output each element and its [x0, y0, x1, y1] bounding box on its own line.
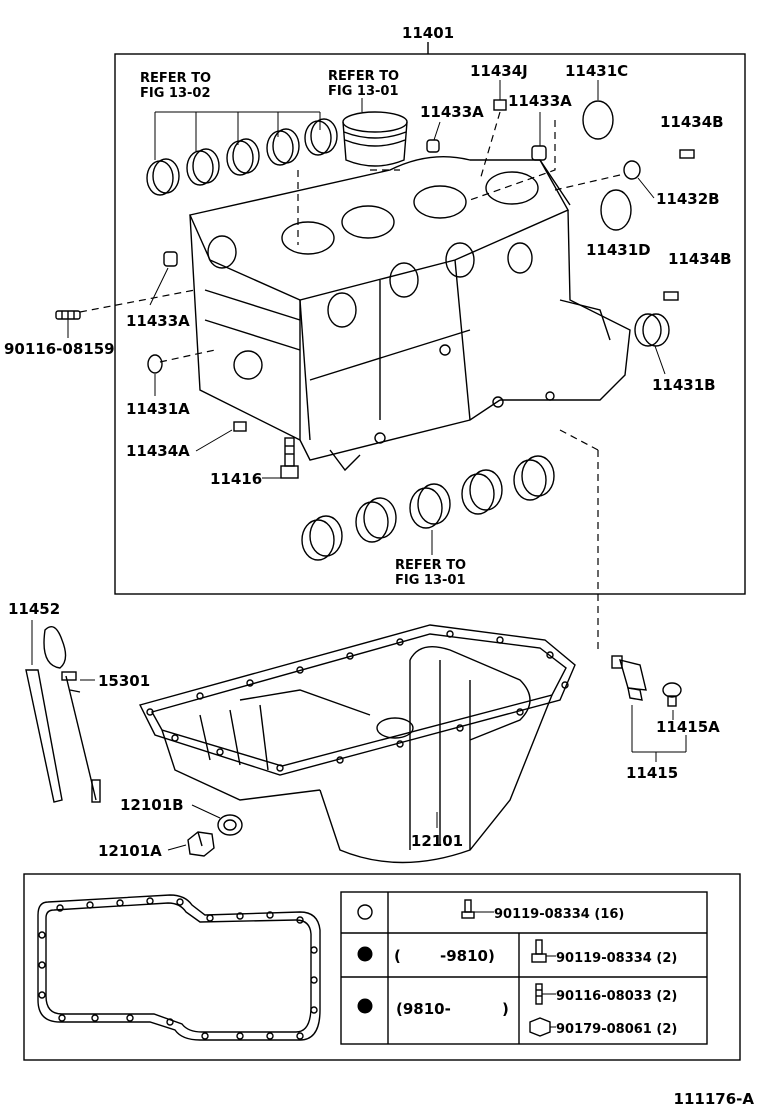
legend-row3-range-close: )	[502, 1000, 509, 1018]
cam-bearing-leaders	[154, 111, 321, 160]
label-11433A-left: 11433A	[126, 312, 190, 330]
seal-legend-frame	[23, 873, 741, 1061]
label-11415: 11415	[626, 764, 678, 782]
label-11434B-right: 11434B	[668, 250, 732, 268]
legend-row2-range: -9810)	[440, 947, 495, 965]
pin-11434A	[233, 421, 247, 432]
piston	[342, 111, 408, 167]
label-11432B: 11432B	[656, 190, 720, 208]
refer-fig-13-02-label: FIG 13-02	[140, 86, 211, 101]
legend-row3-parts-a: 90116-08033 (2)	[556, 989, 677, 1004]
drain-plug-gasket-12101B	[217, 814, 243, 836]
stud-bolt-90116-08159	[55, 310, 81, 320]
refer-to-label: REFER TO	[140, 71, 211, 86]
dipstick-15301	[43, 626, 101, 803]
cam-bearings	[146, 118, 338, 196]
label-11415A: 11415A	[656, 718, 720, 736]
bolt-icon	[461, 899, 475, 919]
label-11434B-top: 11434B	[660, 113, 724, 131]
bolt-11416	[280, 437, 299, 479]
block-assembly-frame	[114, 42, 746, 595]
filled-circle-symbol	[357, 946, 373, 962]
legend-row1-parts: 90119-08334 (16)	[494, 907, 624, 922]
legend-row3-parts-b: 90179-08061 (2)	[556, 1022, 677, 1037]
bolt-11415	[611, 655, 647, 701]
legend-row2-parts: 90119-08334 (2)	[556, 951, 677, 966]
drain-plug-12101A	[187, 831, 215, 857]
refer-fig-13-01-label: FIG 13-01	[395, 573, 466, 588]
plug-11431A	[147, 354, 163, 374]
main-bearings	[301, 455, 555, 561]
filled-circle-symbol	[357, 998, 373, 1014]
open-circle-symbol	[357, 904, 373, 920]
plug-11433A	[531, 145, 547, 161]
label-90116-08159: 90116-08159	[4, 340, 115, 358]
plug-11431C	[582, 100, 614, 140]
label-11452: 11452	[8, 600, 60, 618]
stud-icon	[535, 983, 543, 1005]
pin-11434B	[663, 291, 679, 301]
label-12101: 12101	[411, 832, 463, 850]
plug-11433A	[426, 139, 440, 153]
label-11416: 11416	[210, 470, 262, 488]
bolt-icon	[531, 939, 547, 963]
label-12101A: 12101A	[98, 842, 162, 860]
legend-row3-range: (9810-	[396, 1000, 451, 1018]
plug-11431D	[600, 189, 632, 231]
label-11401: 11401	[402, 24, 454, 42]
refer-to-label: REFER TO	[395, 558, 466, 573]
label-11434A: 11434A	[126, 442, 190, 460]
dashed-leaders	[79, 111, 621, 650]
nut-11415A	[662, 682, 682, 707]
legend-row2-range-open: (	[394, 947, 401, 965]
oil-pan-gasket-outline	[37, 894, 321, 1041]
refer-to-label: REFER TO	[328, 69, 399, 84]
label-11433A-top-right: 11433A	[508, 92, 572, 110]
refer-fig-13-01-label: FIG 13-01	[328, 84, 399, 99]
label-15301: 15301	[98, 672, 150, 690]
label-11431A: 11431A	[126, 400, 190, 418]
dipstick-guide-11452	[25, 669, 63, 803]
pin-11434B	[679, 149, 695, 159]
label-11431C: 11431C	[565, 62, 628, 80]
cylinder-block	[189, 156, 631, 472]
oil-pan-12101	[138, 624, 576, 864]
legend-table	[340, 891, 708, 1045]
figure-code: 111176-A	[674, 1090, 755, 1108]
label-12101B: 12101B	[120, 796, 184, 814]
plug-11433A	[163, 251, 178, 267]
plug-11434J	[493, 99, 507, 111]
leader-11415	[631, 705, 687, 762]
label-11433A-top-left: 11433A	[420, 103, 484, 121]
gasket-holes	[38, 897, 318, 1040]
label-11434J: 11434J	[470, 62, 528, 80]
label-11431B: 11431B	[652, 376, 716, 394]
label-11431D: 11431D	[586, 241, 651, 259]
plug-11432B	[623, 160, 641, 180]
nut-icon	[529, 1017, 551, 1037]
oil-seal-11431B	[634, 313, 670, 347]
